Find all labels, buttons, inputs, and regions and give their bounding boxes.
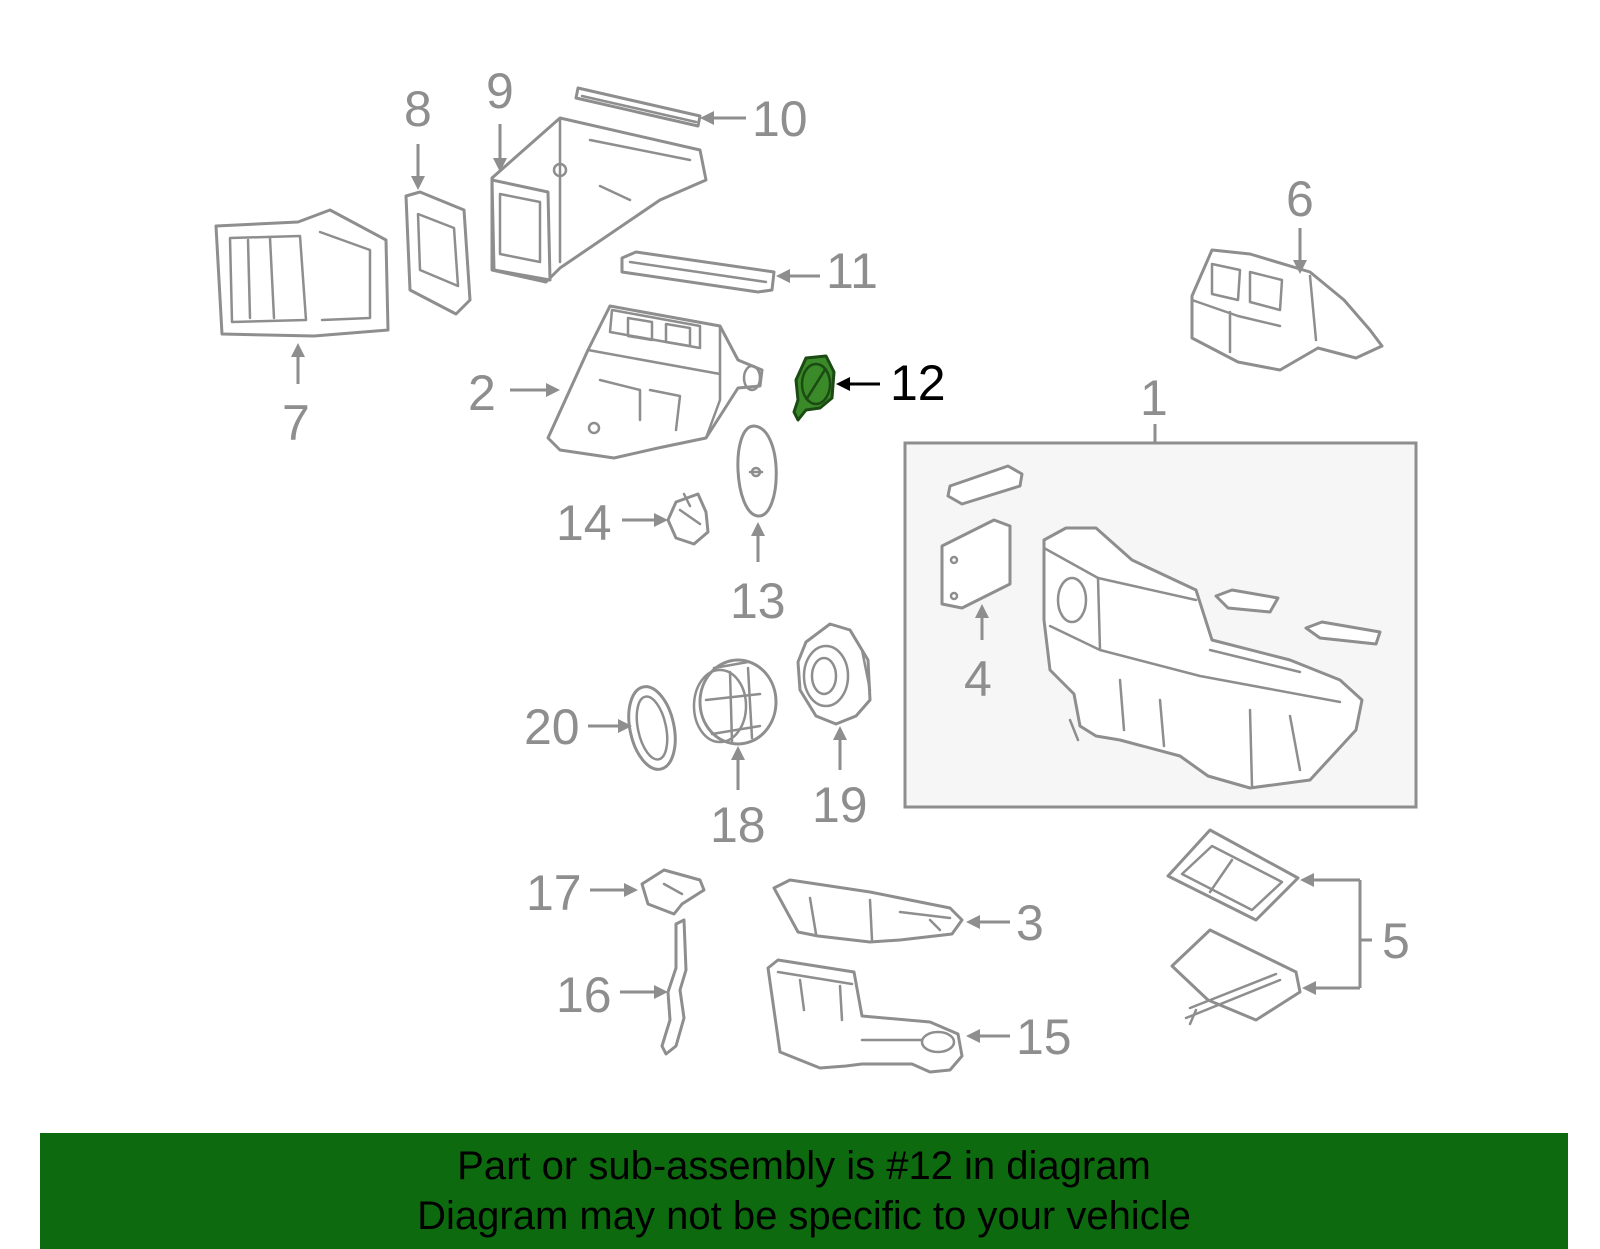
callout-labels: 1 2 3 4 5 6 7 8 9 10 11 12 13 14 15 16 1… — [282, 63, 1410, 1065]
parts-diagram: 1 2 3 4 5 6 7 8 9 10 11 12 13 14 15 16 1… — [214, 63, 1418, 1074]
part-6-duct — [1190, 248, 1384, 372]
callout-11: 11 — [826, 243, 878, 299]
part-2-housing — [546, 304, 764, 460]
part-9-duct — [490, 116, 708, 284]
callout-18: 18 — [710, 797, 766, 853]
callout-15: 15 — [1016, 1009, 1072, 1065]
part-12-actuator — [792, 354, 836, 422]
callout-2: 2 — [468, 365, 496, 421]
info-banner: Part or sub-assembly is #12 in diagram D… — [40, 1133, 1568, 1249]
callout-9: 9 — [486, 63, 514, 119]
callout-10: 10 — [752, 91, 808, 147]
callout-12: 12 — [890, 355, 946, 411]
part-17-bracket — [640, 868, 706, 916]
part-7-vent — [214, 208, 390, 338]
part-1-main-housing — [1042, 526, 1364, 790]
part-20-ring — [627, 685, 677, 771]
part-14-clip — [666, 492, 710, 546]
callout-20: 20 — [524, 699, 580, 755]
part-13-seal — [736, 424, 778, 518]
part-11-filter — [620, 250, 776, 294]
part-5-filter-frame — [1166, 828, 1300, 922]
callout-13: 13 — [730, 573, 786, 629]
part-4-module — [940, 518, 1012, 610]
inset-filter-b — [1304, 620, 1382, 646]
callout-16: 16 — [556, 967, 612, 1023]
callout-4: 4 — [964, 651, 992, 707]
callout-7: 7 — [282, 395, 310, 451]
part-18-wheel — [692, 658, 778, 746]
inset-filter-a — [1214, 588, 1280, 614]
part-8-gasket — [404, 190, 472, 316]
part-15-housing — [766, 958, 964, 1074]
banner-line-2: Diagram may not be specific to your vehi… — [417, 1194, 1191, 1238]
inset-cap — [946, 464, 1024, 506]
callout-3: 3 — [1016, 895, 1044, 951]
part-16-rod — [660, 918, 688, 1056]
callout-8: 8 — [404, 81, 432, 137]
callout-1: 1 — [1140, 370, 1168, 426]
callout-14: 14 — [556, 495, 612, 551]
part-3-duct — [772, 878, 964, 944]
banner-line-1: Part or sub-assembly is #12 in diagram — [457, 1144, 1151, 1188]
callout-19: 19 — [812, 777, 868, 833]
part-5-evaporator — [1170, 928, 1302, 1026]
callout-5: 5 — [1382, 913, 1410, 969]
leader-lines — [291, 111, 1372, 1043]
part-10-strip — [574, 86, 702, 128]
callout-6: 6 — [1286, 171, 1314, 227]
part-19-motor — [796, 622, 872, 726]
callout-17: 17 — [526, 865, 582, 921]
